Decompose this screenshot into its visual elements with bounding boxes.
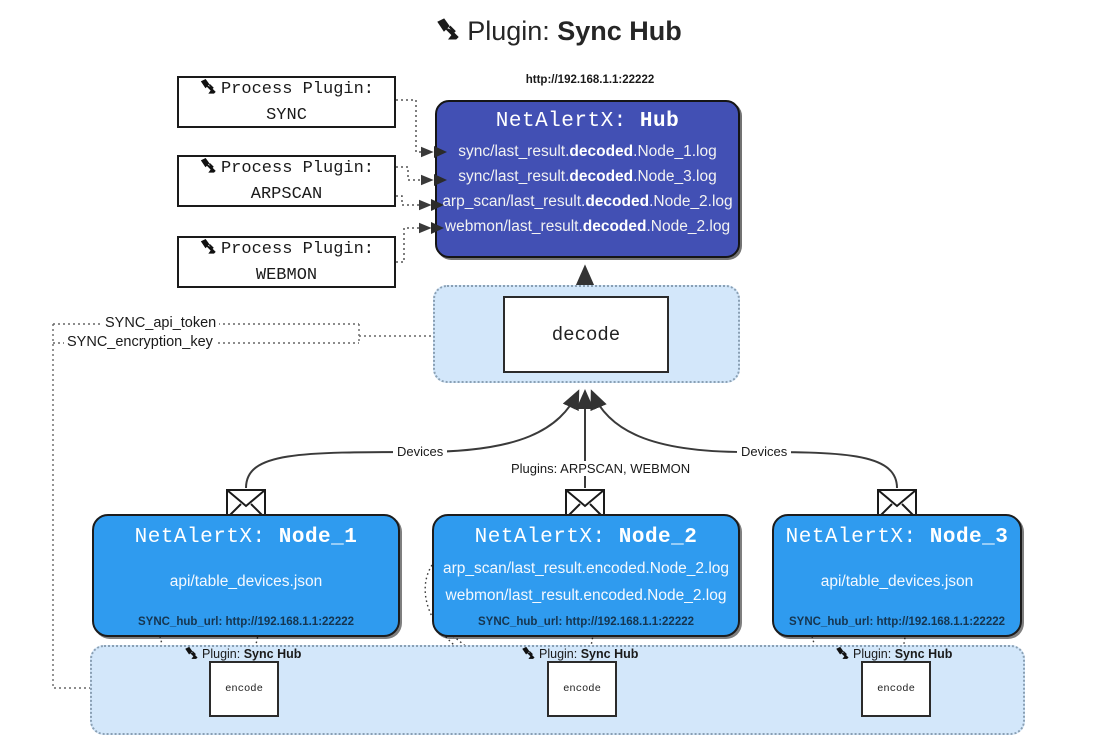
log-post: .Node_1.log	[633, 143, 717, 160]
process-plugin-name: WEBMON	[255, 266, 318, 285]
process-plugin-label: Process Plugin:	[220, 239, 375, 259]
hub-log-line: webmon/last_result.decoded.Node_2.log	[445, 214, 730, 239]
node-line: api/table_devices.json	[820, 573, 974, 591]
plug-icon	[199, 78, 219, 106]
node-box-node-3[interactable]: NetAlertX: Node_3 api/table_devices.json…	[772, 514, 1022, 637]
encoder-plugin-name: Sync Hub	[580, 647, 639, 661]
node-title: NetAlertX: Node_1	[135, 526, 358, 549]
edge-label-plugins: Plugins: ARPSCAN, WEBMON	[507, 461, 695, 476]
node-box-node-2[interactable]: NetAlertX: Node_2 arp_scan/last_result.e…	[432, 514, 740, 637]
node-title-name: Node_1	[278, 526, 358, 549]
hub-title-prefix: NetAlertX:	[495, 110, 627, 133]
plug-icon	[435, 17, 463, 50]
hub-log-line: sync/last_result.decoded.Node_3.log	[458, 164, 716, 189]
process-plugin-label: Process Plugin:	[220, 158, 375, 178]
process-plugin-label: Process Plugin:	[220, 79, 375, 99]
node-line: arp_scan/last_result.encoded.Node_2.log	[442, 560, 730, 578]
encoder-plugin-prefix: Plugin:	[202, 647, 241, 661]
node-box-node-1[interactable]: NetAlertX: Node_1 api/table_devices.json…	[92, 514, 400, 637]
process-plugin-box-webmon[interactable]: Process Plugin: WEBMON	[177, 236, 396, 288]
title-name: Sync Hub	[557, 16, 682, 46]
node-footer: SYNC_hub_url: http://192.168.1.1:22222	[788, 616, 1006, 628]
node-line: webmon/last_result.encoded.Node_2.log	[445, 586, 727, 604]
log-mid: decoded	[585, 193, 650, 211]
envelope-icon-node-1	[226, 489, 266, 524]
log-pre: sync/last_result.	[458, 143, 570, 160]
log-pre: webmon/last_result.	[444, 218, 583, 236]
log-pre: arp_scan/last_result.	[442, 193, 586, 211]
node-footer: SYNC_hub_url: http://192.168.1.1:22222	[137, 616, 355, 628]
plug-icon	[199, 238, 219, 266]
hub-url-label: http://192.168.1.1:22222	[525, 74, 655, 86]
node-line: api/table_devices.json	[169, 573, 323, 591]
log-post: .Node_2.log	[646, 218, 731, 236]
encoder-plugin-prefix: Plugin:	[539, 647, 578, 661]
node-title-name: Node_3	[929, 526, 1009, 549]
encoder-plugin-name: Sync Hub	[243, 647, 302, 661]
hub-box[interactable]: NetAlertX: Hub sync/last_result.decoded.…	[435, 100, 740, 258]
encoder-plugin-label-1: Plugin: Sync Hub	[184, 645, 301, 663]
encode-box-1[interactable]: encode	[209, 661, 279, 717]
log-mid: decoded	[582, 218, 647, 236]
node-footer: SYNC_hub_url: http://192.168.1.1:22222	[477, 616, 695, 628]
encoder-plugin-label-3: Plugin: Sync Hub	[835, 645, 952, 663]
node-title: NetAlertX: Node_3	[786, 526, 1009, 549]
hub-log-line: sync/last_result.decoded.Node_1.log	[458, 139, 716, 164]
process-plugin-name: SYNC	[266, 106, 307, 125]
envelope-icon-node-3	[877, 489, 917, 524]
process-plugin-box-arpscan[interactable]: Process Plugin: ARPSCAN	[177, 155, 396, 207]
plug-icon	[835, 646, 851, 664]
plug-icon	[521, 646, 537, 664]
plug-icon	[199, 157, 219, 185]
hub-log-line: arp_scan/last_result.decoded.Node_2.log	[442, 189, 732, 214]
decode-box[interactable]: decode	[503, 296, 669, 373]
encoder-plugin-prefix: Plugin:	[853, 647, 892, 661]
log-post: .Node_2.log	[649, 193, 733, 211]
edge-label-devices-right: Devices	[737, 444, 792, 459]
title-prefix: Plugin:	[467, 16, 550, 46]
edge-label-devices-left: Devices	[393, 444, 448, 459]
encoder-plugin-label-2: Plugin: Sync Hub	[521, 645, 638, 663]
log-mid: decoded	[569, 168, 634, 186]
log-post: .Node_3.log	[633, 168, 717, 186]
process-plugin-name: ARPSCAN	[250, 185, 323, 204]
node-title-prefix: NetAlertX:	[785, 526, 917, 549]
encode-box-3[interactable]: encode	[861, 661, 931, 717]
node-title-name: Node_2	[618, 526, 698, 549]
node-title-prefix: NetAlertX:	[474, 526, 606, 549]
log-pre: sync/last_result.	[458, 168, 570, 186]
log-mid: decoded	[569, 143, 634, 160]
encoder-plugin-name: Sync Hub	[894, 647, 953, 661]
plug-icon	[184, 646, 200, 664]
hub-title-name: Hub	[639, 110, 680, 133]
env-label-sync-encryption-key: SYNC_encryption_key	[64, 334, 216, 350]
node-title-prefix: NetAlertX:	[134, 526, 266, 549]
encode-box-2[interactable]: encode	[547, 661, 617, 717]
process-plugin-box-sync[interactable]: Process Plugin: SYNC	[177, 76, 396, 128]
hub-title: NetAlertX: Hub	[496, 110, 679, 133]
env-label-sync-api-token: SYNC_api_token	[102, 315, 220, 331]
page-title: Plugin: Sync Hub	[0, 14, 1117, 47]
node-title: NetAlertX: Node_2	[475, 526, 698, 549]
